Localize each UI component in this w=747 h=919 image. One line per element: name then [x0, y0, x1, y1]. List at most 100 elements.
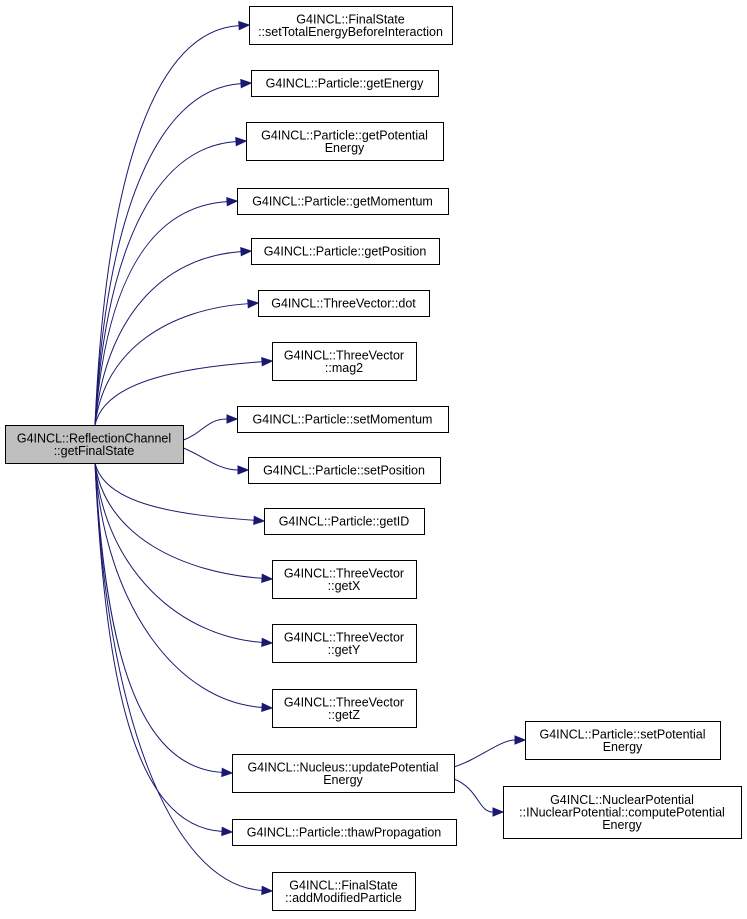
edge-root-n5 [94, 251, 242, 426]
node-box [232, 819, 457, 846]
node-box [237, 188, 449, 215]
node-label: G4INCL::ThreeVector [284, 348, 404, 362]
node-n11[interactable]: G4INCL::ThreeVector::getX [272, 560, 417, 599]
node-label: ::getY [328, 643, 361, 657]
edge-root-n10 [94, 462, 255, 521]
node-label: G4INCL::NuclearPotential [550, 793, 694, 807]
node-n8[interactable]: G4INCL::Particle::setMomentum [237, 406, 449, 433]
node-label: G4INCL::ReflectionChannel [17, 431, 171, 445]
node-box [264, 508, 425, 535]
node-label: G4INCL::Particle::getPotential [261, 128, 428, 142]
node-label: G4INCL::FinalState [289, 878, 397, 892]
node-label: Energy [603, 740, 643, 754]
arrowhead-icon [247, 298, 260, 309]
node-label: ::mag2 [325, 361, 363, 375]
arrowhead-icon [492, 807, 505, 817]
edge-root-n9 [182, 447, 239, 471]
node-n6[interactable]: G4INCL::ThreeVector::dot [258, 290, 430, 317]
node-box [258, 290, 430, 317]
edge-root-n15 [94, 462, 223, 832]
edge-root-n16 [94, 462, 263, 891]
node-n5[interactable]: G4INCL::Particle::getPosition [251, 238, 440, 265]
arrowhead-icon [261, 702, 274, 713]
arrowhead-icon [514, 735, 527, 745]
node-box [251, 70, 439, 97]
node-label: G4INCL::Particle::setPotential [539, 727, 705, 741]
arrowhead-icon [238, 20, 251, 31]
node-box [525, 721, 721, 760]
node-n16[interactable]: G4INCL::FinalState::addModifiedParticle [272, 872, 416, 911]
node-label: ::INuclearPotential::computePotential [519, 806, 725, 820]
edge-n14-n17 [453, 739, 516, 768]
node-label: ::getX [328, 579, 361, 593]
arrowhead-icon [226, 196, 239, 207]
arrowhead-icon [235, 136, 248, 147]
node-n12[interactable]: G4INCL::ThreeVector::getY [272, 624, 417, 663]
node-label: G4INCL::Particle::setPosition [263, 464, 425, 478]
node-box [237, 406, 449, 433]
node-box [246, 122, 444, 161]
node-box [248, 457, 441, 484]
arrowhead-icon [261, 357, 274, 367]
node-n13[interactable]: G4INCL::ThreeVector::getZ [272, 689, 417, 728]
node-label: Energy [602, 818, 642, 832]
node-n10[interactable]: G4INCL::Particle::getID [264, 508, 425, 535]
nodes: G4INCL::ReflectionChannel::getFinalState… [5, 6, 742, 911]
node-label: G4INCL::Particle::getPosition [264, 245, 427, 259]
edge-root-n14 [94, 462, 223, 773]
arrowhead-icon [240, 246, 253, 257]
edge-root-n13 [94, 462, 263, 708]
edge-root-n7 [94, 361, 263, 426]
node-n9[interactable]: G4INCL::Particle::setPosition [248, 457, 441, 484]
node-box [272, 872, 416, 911]
node-n4[interactable]: G4INCL::Particle::getMomentum [237, 188, 449, 215]
node-label: G4INCL::Nucleus::updatePotential [247, 760, 438, 774]
node-n15[interactable]: G4INCL::Particle::thawPropagation [232, 819, 457, 846]
node-root[interactable]: G4INCL::ReflectionChannel::getFinalState [5, 425, 184, 464]
edge-n14-n18 [453, 778, 494, 813]
node-n7[interactable]: G4INCL::ThreeVector::mag2 [272, 342, 417, 381]
node-box [5, 425, 184, 464]
node-label: G4INCL::FinalState [296, 12, 404, 26]
node-label: ::setTotalEnergyBeforeInteraction [258, 25, 443, 39]
node-box [251, 238, 440, 265]
edge-root-n12 [94, 462, 263, 643]
arrowhead-icon [226, 414, 239, 424]
edges [94, 20, 527, 896]
node-label: Energy [325, 141, 365, 155]
arrowhead-icon [221, 826, 234, 837]
arrowhead-icon [253, 515, 266, 525]
node-label: ::getFinalState [54, 444, 135, 458]
node-box [272, 342, 417, 381]
node-label: G4INCL::ThreeVector::dot [271, 297, 416, 311]
edge-root-n6 [94, 303, 249, 426]
edge-root-n1 [94, 25, 240, 426]
node-n1[interactable]: G4INCL::FinalState::setTotalEnergyBefore… [249, 6, 453, 45]
edge-root-n2 [94, 83, 242, 426]
node-label: G4INCL::Particle::getEnergy [266, 77, 424, 91]
node-box [232, 754, 455, 793]
edge-root-n8 [182, 418, 228, 441]
node-label: G4INCL::Particle::thawPropagation [247, 826, 442, 840]
node-label: Energy [323, 773, 363, 787]
arrowhead-icon [221, 767, 234, 778]
node-box [272, 560, 417, 599]
node-label: G4INCL::ThreeVector [284, 630, 404, 644]
node-label: G4INCL::ThreeVector [284, 695, 404, 709]
node-label: ::addModifiedParticle [285, 891, 402, 905]
node-label: G4INCL::Particle::getMomentum [252, 195, 433, 209]
node-n18[interactable]: G4INCL::NuclearPotential::INuclearPotent… [503, 786, 742, 839]
edge-root-n11 [94, 462, 263, 579]
node-box [272, 624, 417, 663]
node-box [272, 689, 417, 728]
arrowhead-icon [261, 637, 274, 648]
node-n2[interactable]: G4INCL::Particle::getEnergy [251, 70, 439, 97]
node-label: G4INCL::ThreeVector [284, 566, 404, 580]
arrowhead-icon [237, 465, 250, 475]
node-label: G4INCL::Particle::setMomentum [253, 413, 433, 427]
arrowhead-icon [261, 885, 274, 896]
